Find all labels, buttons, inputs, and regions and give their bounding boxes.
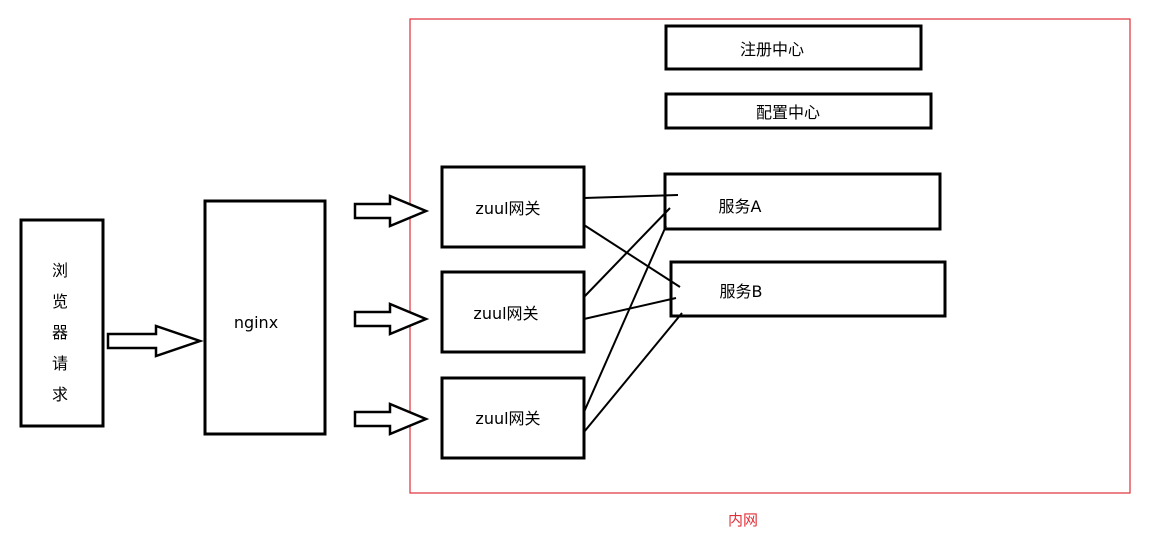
browser-char-2: 览: [52, 292, 68, 311]
registry-center-node: 注册中心: [664, 24, 923, 71]
browser-char-3: 器: [52, 323, 68, 342]
gateway-label-2: zuul网关: [473, 304, 538, 323]
config-center-label: 配置中心: [756, 103, 820, 122]
gateway-node-3: zuul网关: [440, 376, 586, 460]
service-a-node: 服务A: [663, 172, 942, 231]
browser-char-1: 浏: [52, 261, 68, 280]
arrow-nginx-to-gateway-1: [353, 194, 430, 228]
link-gateway3-service-a: [583, 225, 667, 413]
gateway-node-2: zuul网关: [440, 270, 586, 354]
service-b-label: 服务B: [720, 282, 763, 301]
arrow-browser-to-nginx: [106, 324, 204, 358]
registry-center-label: 注册中心: [740, 40, 804, 59]
service-b-node: 服务B: [669, 260, 947, 318]
browser-request-node: 浏 览 器 请 求: [19, 218, 105, 428]
link-gateway1-service-a: [583, 194, 679, 199]
gateway-node-1: zuul网关: [440, 165, 586, 249]
nginx-node: nginx: [203, 199, 327, 436]
arrow-nginx-to-gateway-2: [353, 302, 430, 336]
config-center-node: 配置中心: [664, 92, 933, 130]
browser-char-5: 求: [52, 385, 68, 404]
service-a-label: 服务A: [719, 197, 762, 216]
intranet-boundary: [409, 18, 1131, 494]
link-gateway1-service-b: [583, 224, 681, 288]
nginx-label: nginx: [234, 313, 278, 332]
intranet-label: 内网: [728, 511, 758, 529]
arrow-nginx-to-gateway-3: [353, 402, 430, 436]
browser-char-4: 请: [52, 354, 68, 373]
gateway-label-3: zuul网关: [475, 409, 540, 428]
link-gateway2-service-a: [583, 207, 671, 298]
link-gateway3-service-b: [583, 312, 683, 433]
gateway-label-1: zuul网关: [475, 199, 540, 218]
